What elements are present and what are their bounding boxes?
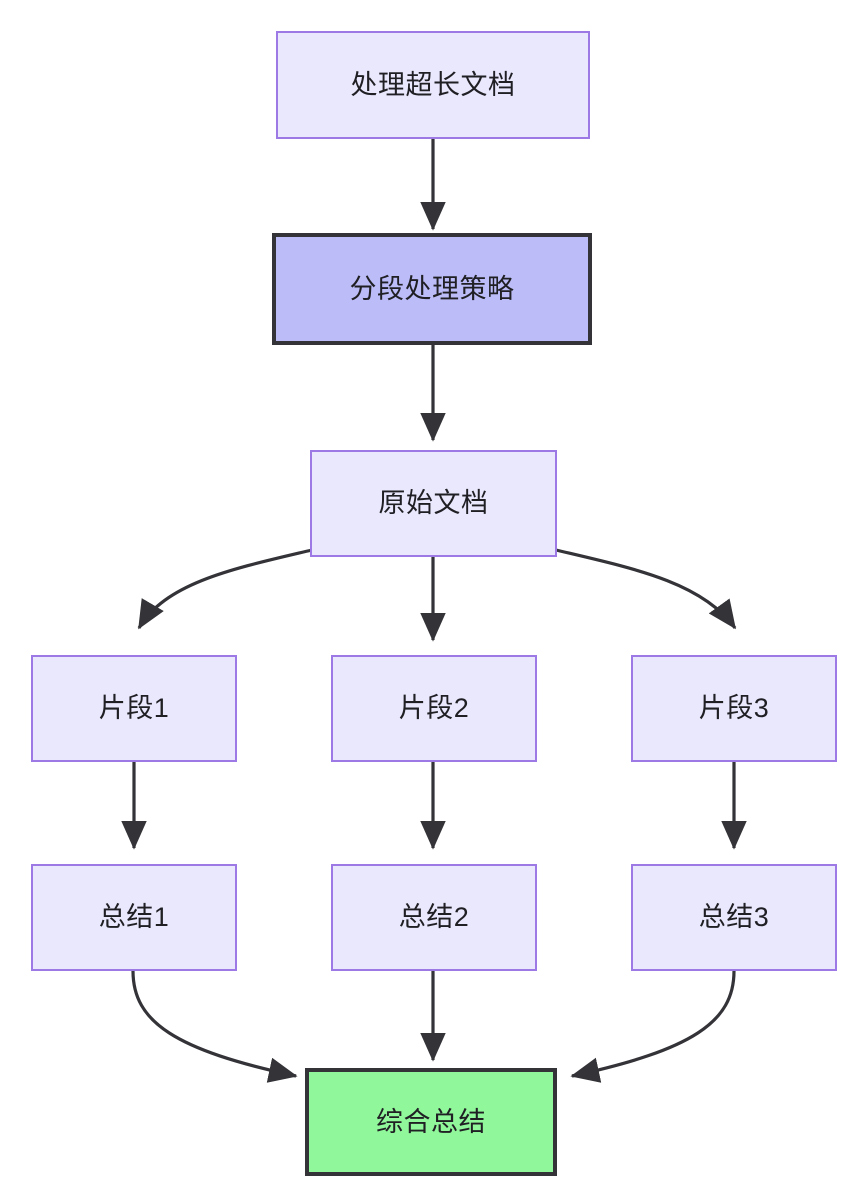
node-original-document[interactable]: 原始文档 [310, 450, 557, 557]
node-label: 处理超长文档 [350, 69, 516, 100]
node-fragment-3[interactable]: 片段3 [631, 655, 837, 762]
node-label: 片段2 [398, 693, 470, 724]
node-label: 总结3 [698, 902, 770, 933]
edge-n9-n10 [570, 970, 736, 1083]
node-label: 总结1 [98, 902, 170, 933]
node-summary-1[interactable]: 总结1 [31, 864, 237, 971]
edge-n3-n6 [555, 548, 737, 630]
node-label: 综合总结 [376, 1106, 486, 1137]
node-fragment-1[interactable]: 片段1 [31, 655, 237, 762]
node-comprehensive-summary[interactable]: 综合总结 [305, 1068, 557, 1176]
edge-n7-n10 [131, 970, 298, 1083]
node-label: 总结2 [398, 902, 470, 933]
node-label: 片段1 [98, 693, 170, 724]
edge-n3-n4 [137, 548, 313, 630]
node-label: 分段处理策略 [349, 273, 515, 304]
node-process-long-document[interactable]: 处理超长文档 [276, 31, 590, 139]
node-summary-2[interactable]: 总结2 [331, 864, 537, 971]
node-label: 片段3 [698, 693, 770, 724]
node-summary-3[interactable]: 总结3 [631, 864, 837, 971]
node-chunking-strategy[interactable]: 分段处理策略 [272, 233, 592, 345]
node-label: 原始文档 [378, 488, 489, 519]
node-fragment-2[interactable]: 片段2 [331, 655, 537, 762]
